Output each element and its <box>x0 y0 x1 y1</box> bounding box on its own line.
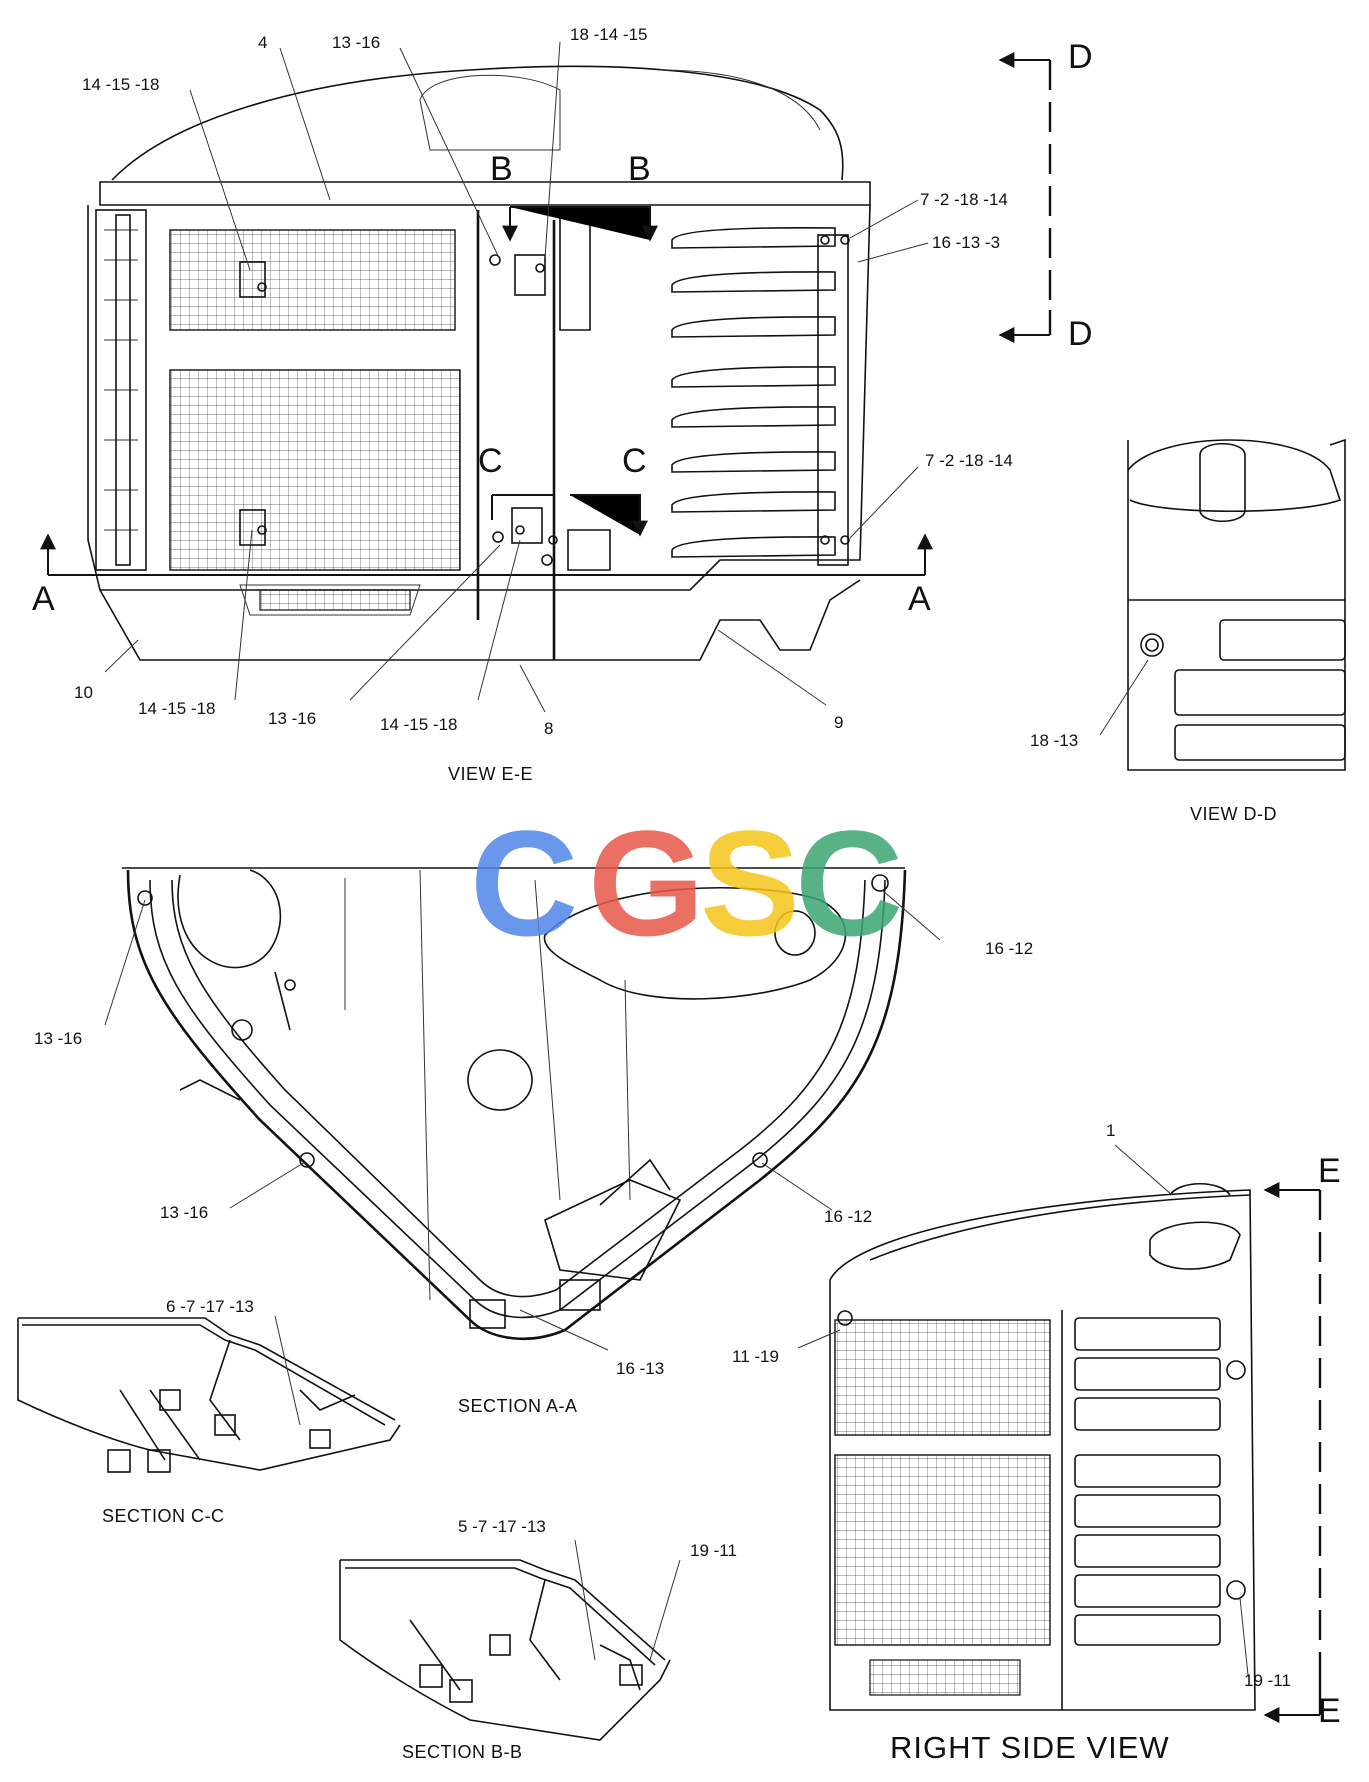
callout-13-16-section-a-low: 13 -16 <box>160 1203 208 1222</box>
section-c-c-title: SECTION C-C <box>102 1506 225 1526</box>
callout-19-11-section-b: 19 -11 <box>690 1541 737 1560</box>
callout-10: 10 <box>74 683 93 702</box>
callout-13-16-top: 13 -16 <box>332 33 380 52</box>
view-d-d-drawing <box>1099 438 1346 771</box>
upper-right-grille <box>834 1319 1051 1436</box>
callout-16-12-top: 16 -12 <box>985 939 1033 958</box>
callout-1: 1 <box>1106 1121 1115 1140</box>
marker-a-right: A <box>908 580 931 618</box>
callout-14-15-18-top: 14 -15 -18 <box>82 75 160 94</box>
callout-19-11-right: 19 -11 <box>1244 1671 1291 1690</box>
right-side-louvers <box>1074 1317 1221 1646</box>
callout-7-2-18-14-top: 7 -2 -18 -14 <box>920 190 1008 209</box>
callout-14-15-18-mid: 14 -15 -18 <box>380 715 458 734</box>
watermark-letter-1: C <box>470 799 578 967</box>
callout-8: 8 <box>544 719 553 738</box>
marker-d-top: D <box>1068 38 1093 76</box>
callout-16-13-3: 16 -13 -3 <box>932 233 1000 252</box>
section-b-b-drawing <box>339 1539 681 1741</box>
callout-6-7-17-13: 6 -7 -17 -13 <box>166 1297 254 1316</box>
marker-c-left: C <box>478 442 503 480</box>
marker-d-bottom: D <box>1068 315 1093 353</box>
watermark-letter-3: S <box>700 799 800 967</box>
lower-right-grille <box>834 1454 1051 1646</box>
marker-b-left: B <box>490 150 513 188</box>
callout-4: 4 <box>258 33 267 52</box>
upper-left-grille <box>169 229 456 331</box>
callout-16-12-section-a: 16 -12 <box>824 1207 872 1226</box>
callout-5-7-17-13: 5 -7 -17 -13 <box>458 1517 546 1536</box>
callout-18-13: 18 -13 <box>1030 731 1078 750</box>
watermark-letter-4: C <box>795 799 903 967</box>
callout-14-15-18-left: 14 -15 -18 <box>138 699 216 718</box>
marker-e-bottom: E <box>1318 1692 1341 1730</box>
view-e-e-title: VIEW E-E <box>448 764 533 784</box>
right-side-view-title: RIGHT SIDE VIEW <box>890 1730 1170 1765</box>
section-a-a-title: SECTION A-A <box>458 1396 578 1416</box>
callout-11-19: 11 -19 <box>732 1347 779 1366</box>
view-d-d-title: VIEW D-D <box>1190 804 1277 824</box>
marker-b-right: B <box>628 150 651 188</box>
section-c-c-drawing <box>17 1315 401 1473</box>
marker-a-left: A <box>32 580 55 618</box>
watermark-letter-2: G <box>588 799 705 967</box>
view-e-e-drawing <box>40 41 1052 713</box>
callout-7-2-18-14-bottom: 7 -2 -18 -14 <box>925 451 1013 470</box>
callout-9: 9 <box>834 713 843 732</box>
lower-left-grille <box>169 369 461 571</box>
section-b-b-title: SECTION B-B <box>402 1742 523 1762</box>
right-louvers <box>671 226 836 558</box>
marker-e-top: E <box>1318 1152 1341 1190</box>
callout-18-14-15: 18 -14 -15 <box>570 25 648 44</box>
right-side-view-drawing <box>797 1144 1322 1723</box>
callout-16-13-section-a: 16 -13 <box>616 1359 664 1378</box>
watermark: C G S C <box>470 799 903 967</box>
section-a-a-drawing <box>104 867 941 1351</box>
callout-13-16-mid: 13 -16 <box>268 709 316 728</box>
callout-13-16-section-a-left: 13 -16 <box>34 1029 82 1048</box>
marker-c-right: C <box>622 442 647 480</box>
